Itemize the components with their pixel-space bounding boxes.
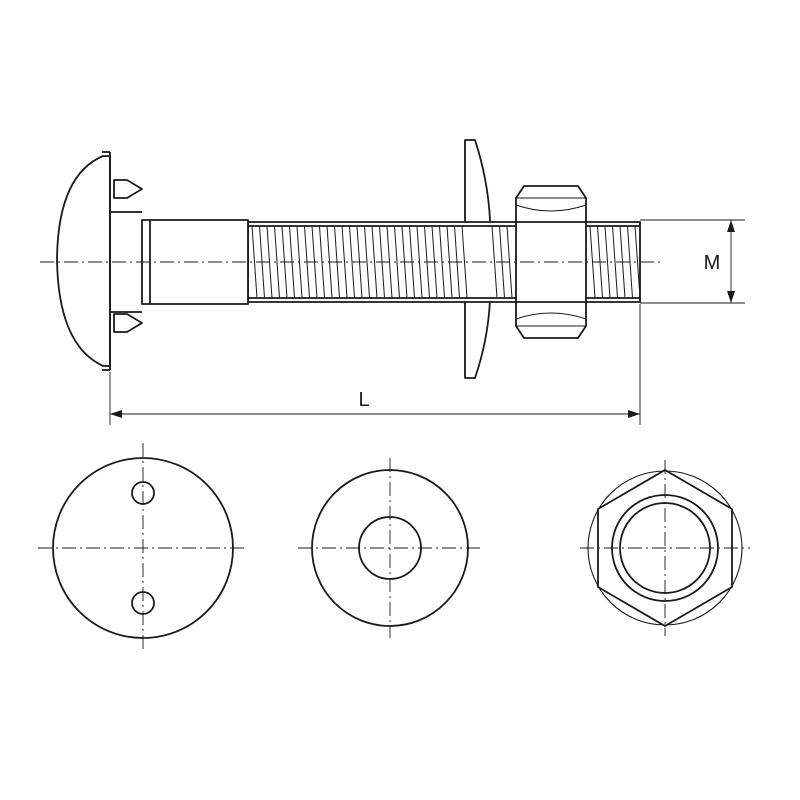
thread-dimension: M [640, 219, 745, 304]
thread-line [634, 225, 641, 299]
thread-label: M [704, 252, 721, 274]
head-fins [113, 179, 143, 333]
bolt-head [56, 151, 142, 371]
thread-line [612, 225, 618, 299]
length-label: L [358, 389, 369, 411]
washer-end-view [298, 458, 482, 638]
thread-line [491, 225, 498, 299]
thread-line [251, 225, 258, 299]
thread-line [371, 225, 378, 299]
bolt-side-view [40, 139, 660, 379]
head-end-view [38, 443, 248, 653]
thread-line [604, 225, 611, 299]
thread-line [341, 225, 348, 299]
thread-line [461, 225, 468, 299]
thread-line [274, 225, 280, 299]
thread-line [394, 225, 400, 299]
nut-end-view [580, 460, 750, 636]
thread-line [364, 225, 370, 299]
length-dimension: L [109, 304, 641, 425]
